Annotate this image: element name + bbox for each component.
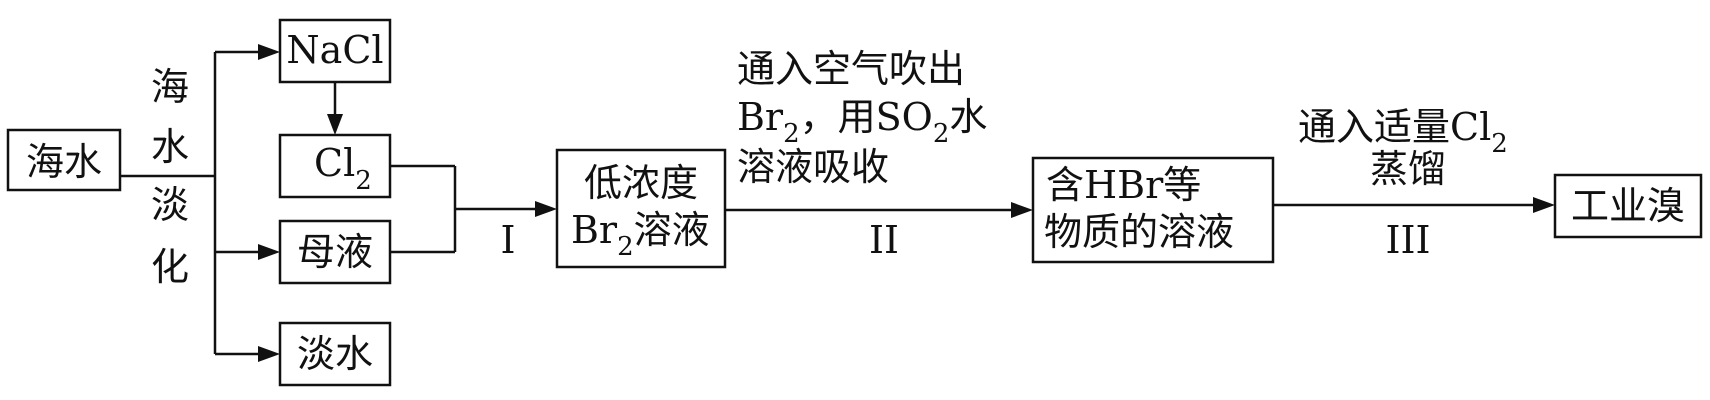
arrowhead-cl2: [327, 114, 343, 135]
arrowhead-step2: [1011, 202, 1033, 218]
arrowhead-nacl: [258, 44, 280, 60]
seawater-node: 海水: [6, 128, 122, 192]
mother-liquor-node: 母液: [278, 219, 392, 285]
step3-note: 通入适量Cl2 蒸馏: [1298, 105, 1508, 191]
connectors: [120, 44, 1555, 362]
seawater-label: 海水: [26, 140, 102, 184]
step2-note-line3: 溶液吸收: [737, 145, 889, 189]
step3-note-text: 通入适量Cl: [1298, 105, 1491, 149]
step-2-label: II: [869, 218, 899, 262]
low-br2-subscript: 2: [617, 232, 634, 262]
fresh-water-node: 淡水: [278, 321, 392, 387]
step3-note-cl-sub: 2: [1491, 129, 1508, 159]
arrowhead-mother-liquor: [258, 244, 280, 260]
cl2-node: Cl2: [278, 133, 392, 199]
step2-note-so: ，用SO: [800, 95, 933, 139]
nacl-node: NaCl: [278, 18, 392, 84]
step-1-label: I: [500, 218, 515, 262]
low-br2-line1: 低浓度: [584, 161, 698, 205]
cl2-base: Cl: [314, 141, 355, 185]
fresh-water-label: 淡水: [297, 332, 373, 376]
step2-note-water: 水: [949, 95, 987, 139]
step2-note-line2: Br2，用SO2水: [737, 95, 987, 149]
desalination-char-2: 水: [151, 125, 189, 169]
desalination-label: 海 水 淡 化: [151, 65, 189, 289]
arrowhead-fresh-water: [258, 346, 280, 362]
low-br2-br: Br: [571, 208, 618, 252]
step2-note-line1: 通入空气吹出: [737, 47, 965, 91]
step2-note-br-sub: 2: [783, 119, 800, 149]
industrial-bromine-label: 工业溴: [1571, 184, 1685, 228]
arrowhead-step3: [1533, 197, 1555, 213]
step2-note-so-sub: 2: [933, 119, 950, 149]
cl2-subscript: 2: [355, 166, 372, 196]
step3-note-line1: 通入适量Cl2: [1298, 105, 1508, 159]
desalination-char-1: 海: [151, 65, 189, 109]
hbr-line1: 含HBr等: [1046, 163, 1201, 207]
cl2-label: Cl2: [314, 141, 372, 196]
low-br2-node: 低浓度 Br2溶液: [555, 148, 727, 269]
step-3-label: III: [1385, 218, 1430, 262]
arrowhead-step1: [535, 201, 557, 217]
nacl-label: NaCl: [286, 28, 383, 72]
low-br2-line2: Br2溶液: [571, 208, 710, 262]
step2-note-br: Br: [737, 95, 784, 139]
step3-note-line2: 蒸馏: [1370, 147, 1446, 191]
desalination-char-3: 淡: [151, 183, 189, 227]
step2-note: 通入空气吹出 Br2，用SO2水 溶液吸收: [737, 47, 987, 189]
industrial-bromine-node: 工业溴: [1553, 173, 1703, 239]
hbr-solution-node: 含HBr等 物质的溶液: [1031, 156, 1275, 264]
desalination-char-4: 化: [151, 245, 189, 289]
hbr-line2: 物质的溶液: [1044, 210, 1234, 254]
low-br2-rest: 溶液: [634, 208, 710, 252]
mother-liquor-label: 母液: [297, 230, 373, 274]
